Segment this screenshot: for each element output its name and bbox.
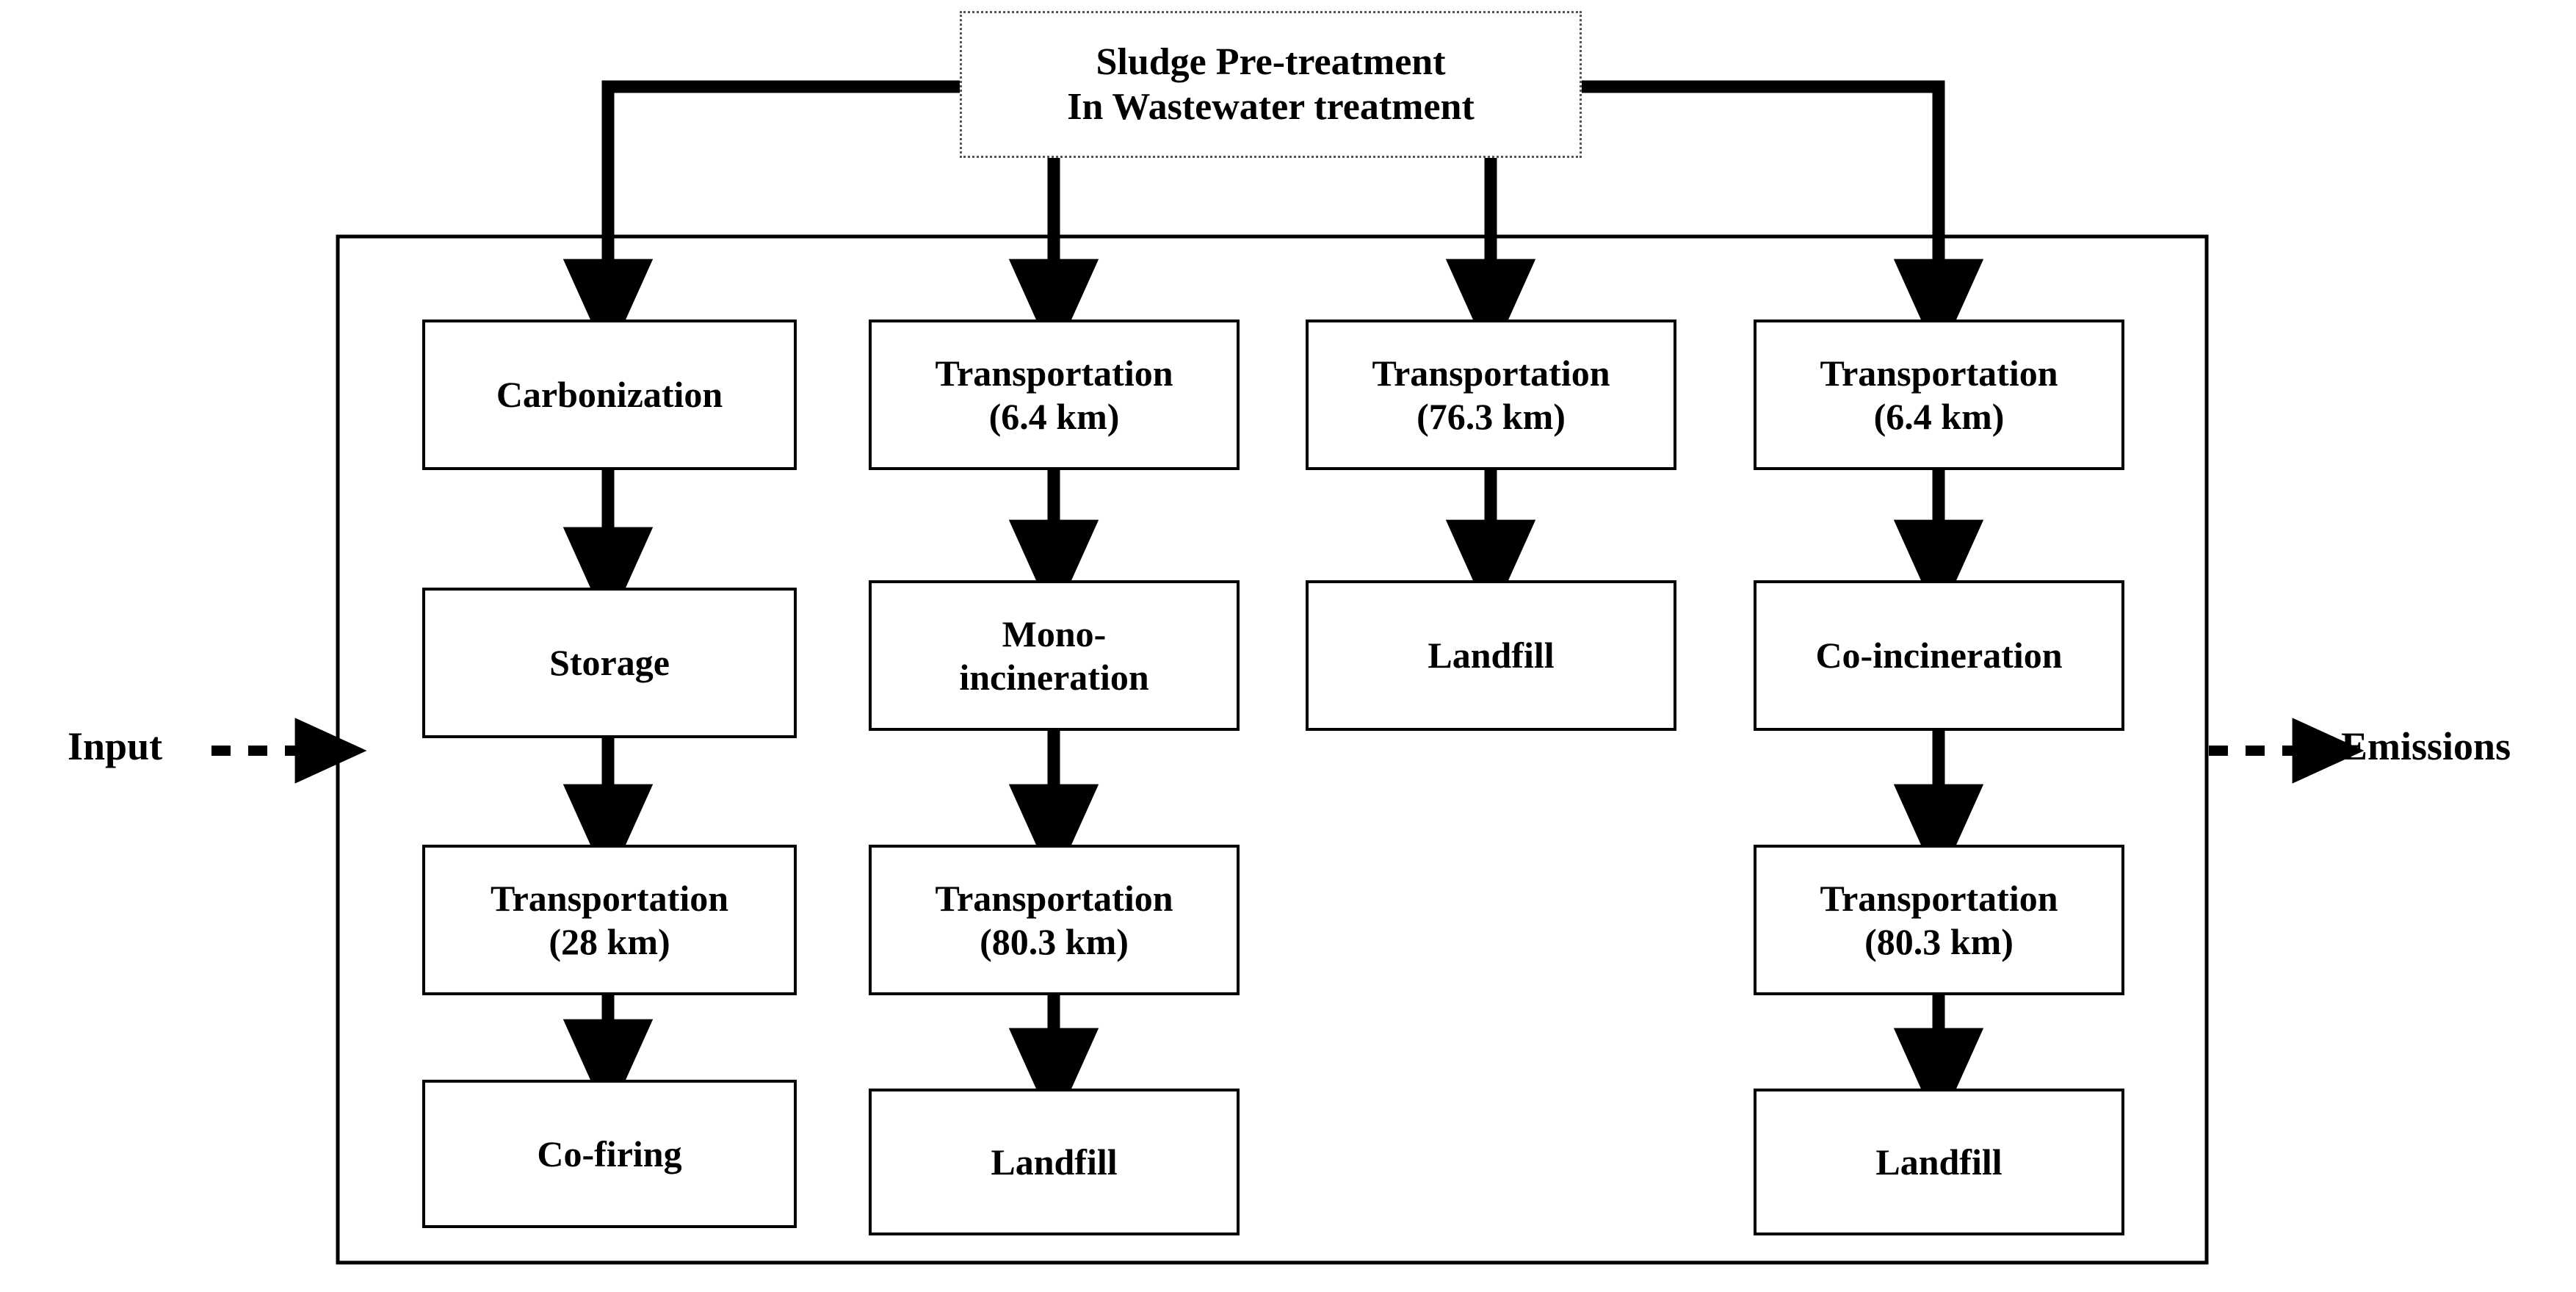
input-label: Input xyxy=(68,724,163,768)
node-landfill-mono[interactable]: Landfill xyxy=(869,1089,1240,1235)
node-mono-incineration-text: Mono- incineration xyxy=(953,613,1154,699)
node-sludge-pretreatment[interactable]: Sludge Pre-treatment In Wastewater treat… xyxy=(960,11,1582,158)
node-line-2: (76.3 km) xyxy=(1417,395,1566,437)
node-transportation-76-3km[interactable]: Transportation (76.3 km) xyxy=(1306,320,1676,470)
node-line-1: Sludge Pre-treatment xyxy=(1096,40,1446,83)
node-co-incineration-label: Co-incineration xyxy=(1815,635,2063,676)
node-co-incineration[interactable]: Co-incineration xyxy=(1754,580,2124,731)
branch-to-carbonization xyxy=(562,80,966,359)
node-line-2: (28 km) xyxy=(549,920,670,962)
node-transportation-6-4km-b-text: Transportation (6.4 km) xyxy=(1814,352,2063,439)
node-landfill-direct[interactable]: Landfill xyxy=(1306,580,1676,731)
node-line-2: (6.4 km) xyxy=(988,395,1120,437)
node-line-2: incineration xyxy=(959,656,1149,698)
branch-to-transportation-6-4km-b xyxy=(1575,80,1984,359)
node-storage-label: Storage xyxy=(549,642,670,683)
node-co-firing[interactable]: Co-firing xyxy=(422,1080,797,1228)
node-storage[interactable]: Storage xyxy=(422,588,797,738)
node-landfill-co-label: Landfill xyxy=(1875,1141,2002,1183)
node-landfill-mono-label: Landfill xyxy=(991,1141,1118,1183)
node-line-2: (6.4 km) xyxy=(1873,395,2005,437)
node-line-1: Transportation xyxy=(935,877,1173,919)
node-mono-incineration[interactable]: Mono- incineration xyxy=(869,580,1240,731)
node-co-firing-label: Co-firing xyxy=(537,1133,682,1174)
node-transportation-80-3km-a-text: Transportation (80.3 km) xyxy=(929,877,1179,964)
node-transportation-28km-text: Transportation (28 km) xyxy=(485,877,734,964)
node-line-1: Transportation xyxy=(1820,352,2058,394)
node-transportation-80-3km-b[interactable]: Transportation (80.3 km) xyxy=(1754,845,2124,995)
node-line-2: (80.3 km) xyxy=(1864,920,2014,962)
node-landfill-direct-label: Landfill xyxy=(1428,635,1555,676)
emissions-label: Emissions xyxy=(2341,724,2511,768)
node-transportation-6-4km-a[interactable]: Transportation (6.4 km) xyxy=(869,320,1240,470)
node-transportation-80-3km-b-text: Transportation (80.3 km) xyxy=(1814,877,2063,964)
node-transportation-76-3km-text: Transportation (76.3 km) xyxy=(1366,352,1616,439)
node-line-1: Transportation xyxy=(1820,877,2058,919)
node-transportation-28km[interactable]: Transportation (28 km) xyxy=(422,845,797,995)
node-carbonization[interactable]: Carbonization xyxy=(422,320,797,470)
node-line-2: In Wastewater treatment xyxy=(1067,86,1475,128)
node-transportation-6-4km-a-text: Transportation (6.4 km) xyxy=(929,352,1179,439)
node-sludge-pretreatment-text: Sludge Pre-treatment In Wastewater treat… xyxy=(1061,40,1480,130)
node-line-1: Transportation xyxy=(935,352,1173,394)
node-transportation-80-3km-a[interactable]: Transportation (80.3 km) xyxy=(869,845,1240,995)
node-line-1: Transportation xyxy=(1372,352,1610,394)
node-line-1: Mono- xyxy=(1002,613,1107,654)
node-line-1: Transportation xyxy=(490,877,729,919)
node-carbonization-label: Carbonization xyxy=(496,374,723,415)
node-line-2: (80.3 km) xyxy=(980,920,1129,962)
node-transportation-6-4km-b[interactable]: Transportation (6.4 km) xyxy=(1754,320,2124,470)
node-landfill-co[interactable]: Landfill xyxy=(1754,1089,2124,1235)
